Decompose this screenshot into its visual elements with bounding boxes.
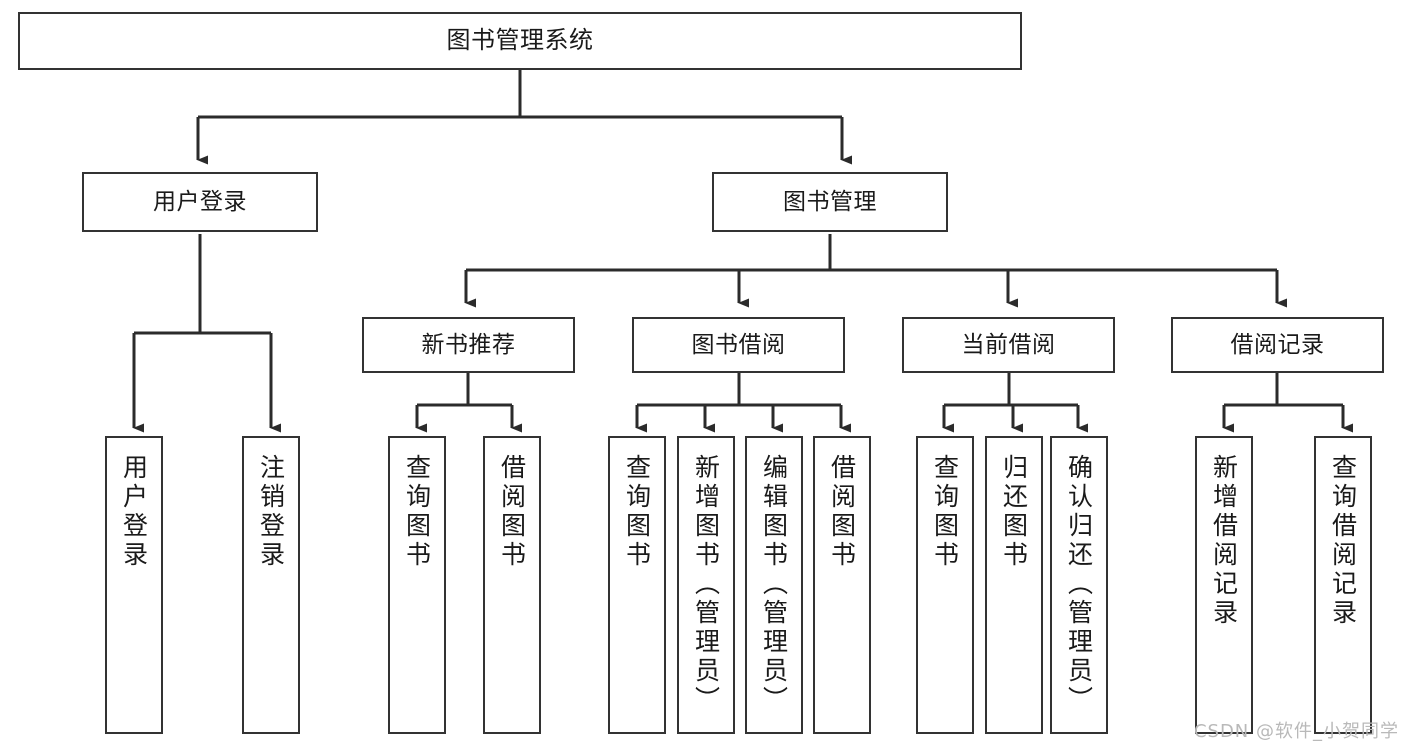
node-root-book-management-system[interactable]: 图书管理系统 [18,12,1022,70]
node-label: 图书管理系统 [446,26,594,55]
node-book-management[interactable]: 图书管理 [712,172,948,232]
leaf-new-book-query-books[interactable]: 查询图书 [388,436,446,734]
node-label: 当前借阅 [961,331,1056,358]
node-label: 图书借阅 [691,331,786,358]
leaf-book-borrow-add-book-admin[interactable]: 新增图书（管理员） [677,436,735,734]
node-label: 归还图书 [999,454,1029,570]
leaf-book-borrow-edit-book-admin[interactable]: 编辑图书（管理员） [745,436,803,734]
node-label: 编辑图书（管理员） [759,454,789,715]
leaf-current-borrow-query-books[interactable]: 查询图书 [916,436,974,734]
leaf-current-borrow-confirm-return-admin[interactable]: 确认归还（管理员） [1050,436,1108,734]
node-label: 新增图书（管理员） [691,454,721,715]
edges-currentborrow-to-leaves [942,373,1088,433]
leaf-book-borrow-borrow-books[interactable]: 借阅图书 [813,436,871,734]
node-label: 确认归还（管理员） [1064,454,1094,715]
edges-borrowrecords-to-leaves [1222,373,1353,433]
node-label: 新增借阅记录 [1209,454,1239,628]
node-label: 查询图书 [402,454,432,570]
leaf-new-book-borrow-books[interactable]: 借阅图书 [483,436,541,734]
node-label: 图书管理 [783,188,877,215]
node-label: 查询借阅记录 [1328,454,1358,628]
node-new-book-recommendation[interactable]: 新书推荐 [362,317,575,373]
edges-newbook-to-leaves [415,373,522,433]
node-borrow-records[interactable]: 借阅记录 [1171,317,1384,373]
node-label: 借阅记录 [1230,331,1325,358]
leaf-user-login-login[interactable]: 用户登录 [105,436,163,734]
node-user-login[interactable]: 用户登录 [82,172,318,232]
edges-root-to-level2 [196,70,852,165]
node-book-borrow[interactable]: 图书借阅 [632,317,845,373]
node-label: 新书推荐 [421,331,516,358]
leaf-book-borrow-query-books[interactable]: 查询图书 [608,436,666,734]
node-label: 用户登录 [153,188,247,215]
leaf-borrow-records-add-record[interactable]: 新增借阅记录 [1195,436,1253,734]
node-label: 借阅图书 [827,454,857,570]
node-label: 借阅图书 [497,454,527,570]
leaf-user-login-logout[interactable]: 注销登录 [242,436,300,734]
edges-userlogin-to-leaves [132,234,281,433]
node-label: 注销登录 [256,454,286,570]
leaf-borrow-records-query-record[interactable]: 查询借阅记录 [1314,436,1372,734]
leaf-current-borrow-return-books[interactable]: 归还图书 [985,436,1043,734]
node-current-borrow[interactable]: 当前借阅 [902,317,1115,373]
node-label: 查询图书 [622,454,652,570]
edges-booksys-to-level3 [464,234,1287,308]
edges-bookborrow-to-leaves [635,373,851,433]
node-label: 用户登录 [119,454,149,570]
node-label: 查询图书 [930,454,960,570]
watermark-text: CSDN @软件_小贺同学 [1193,721,1399,742]
